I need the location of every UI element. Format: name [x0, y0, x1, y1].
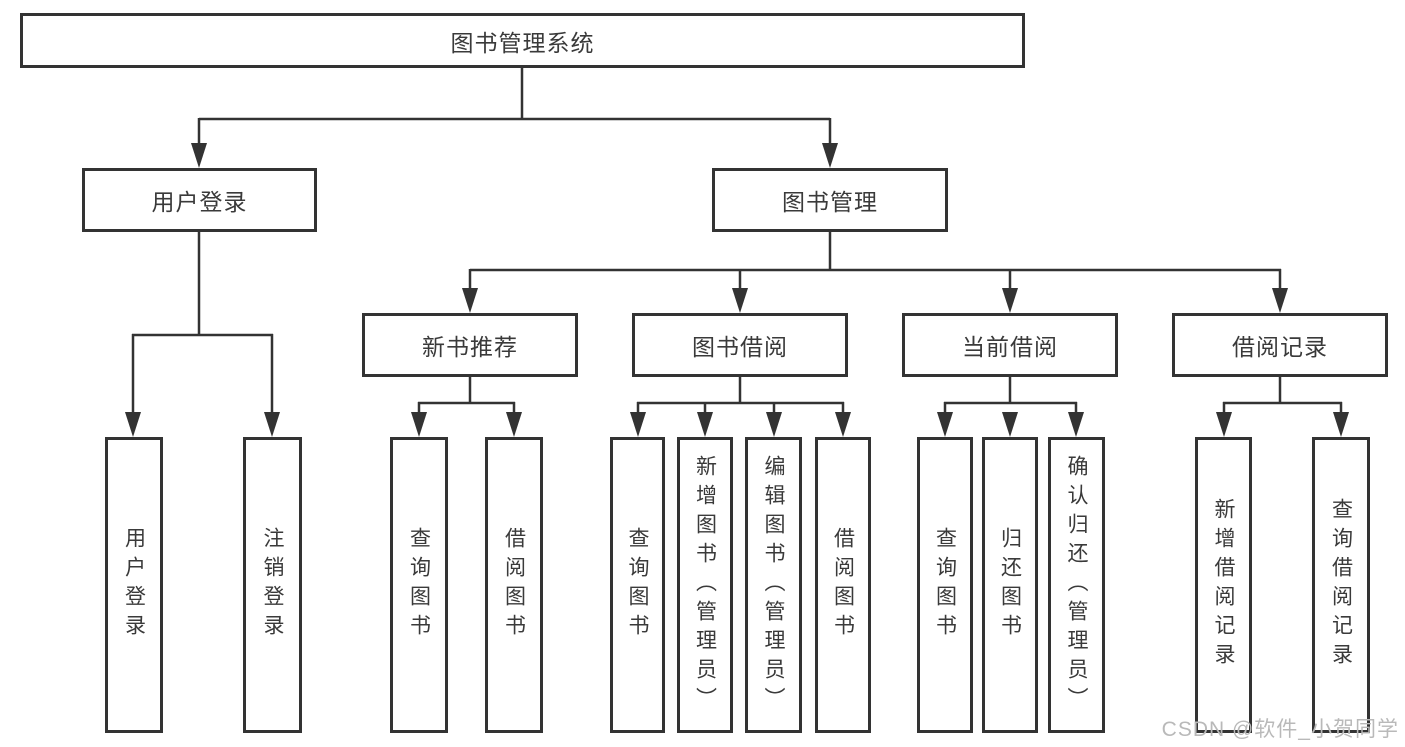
leaf-logout: 注销登录	[243, 437, 302, 733]
leaf-return-books: 归还图书	[982, 437, 1038, 733]
node-current-borrow: 当前借阅	[902, 313, 1118, 377]
node-new-book-recommend: 新书推荐	[362, 313, 578, 377]
node-book-borrow: 图书借阅	[632, 313, 848, 377]
node-library-management-system: 图书管理系统	[20, 13, 1025, 68]
leaf-query-borrow-record: 查询借阅记录	[1312, 437, 1370, 733]
leaf-recommend-query-books: 查询图书	[390, 437, 448, 733]
leaf-edit-books-admin: 编辑图书（管理员）	[745, 437, 802, 733]
leaf-borrow-books: 借阅图书	[815, 437, 871, 733]
leaf-add-borrow-record: 新增借阅记录	[1195, 437, 1252, 733]
leaf-add-books-admin: 新增图书（管理员）	[677, 437, 733, 733]
leaf-borrow-query-books: 查询图书	[610, 437, 665, 733]
leaf-current-query-books: 查询图书	[917, 437, 973, 733]
node-user-login: 用户登录	[82, 168, 317, 232]
csdn-watermark: CSDN @软件_小贺同学	[1161, 718, 1399, 741]
node-book-management: 图书管理	[712, 168, 948, 232]
leaf-recommend-borrow-books: 借阅图书	[485, 437, 543, 733]
node-borrow-records: 借阅记录	[1172, 313, 1388, 377]
arrowheads	[125, 143, 1349, 437]
leaf-confirm-return-admin: 确认归还（管理员）	[1048, 437, 1105, 733]
leaf-user-login: 用户登录	[105, 437, 163, 733]
